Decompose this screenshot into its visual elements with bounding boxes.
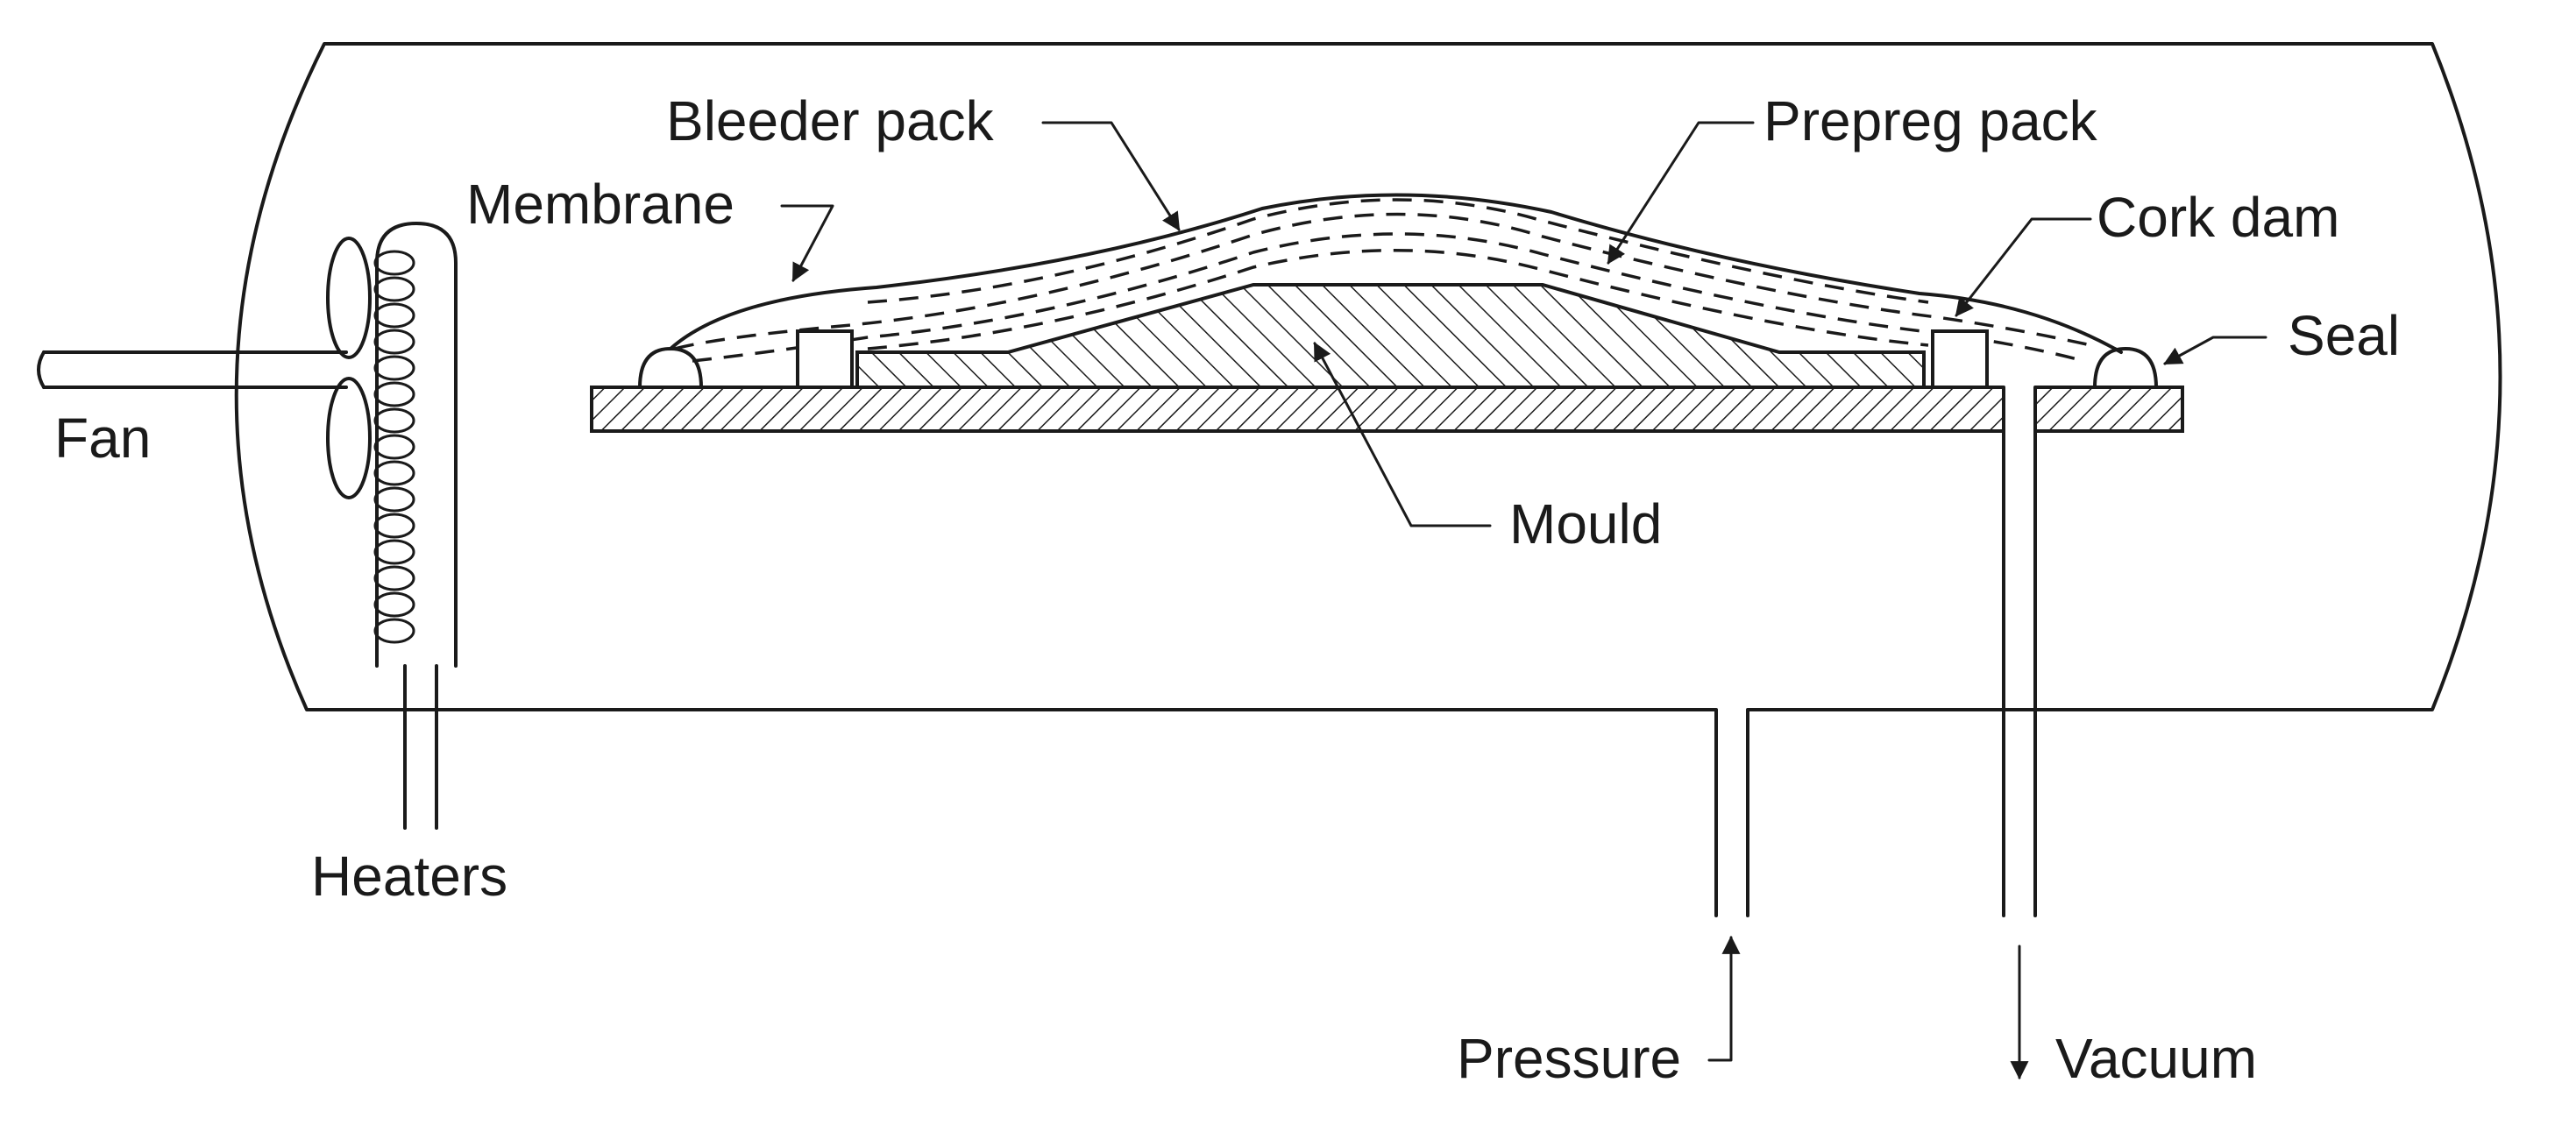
seal-leader [2163,336,2267,365]
fan-label: Fan [54,407,151,470]
heater-coil-loop [373,381,415,407]
bleeder-pack-leader [1041,121,1181,231]
heaters-label: Heaters [311,845,507,908]
heater-coil-loop [373,355,415,381]
heater-coil-loop [373,565,415,591]
heater-coil-loop [373,591,415,618]
prepreg-pack-leader [1607,121,1755,265]
cork-dam-right [1931,329,1989,389]
pressure-arrow [1707,935,1741,1062]
mould-leader [1313,342,1492,527]
prepreg-pack-label: Prepreg pack [1763,89,2098,152]
membrane-label: Membrane [466,173,734,236]
prepreg-bleeder-layers [674,198,2096,363]
heater-coil-loop [373,460,415,486]
vacuum-label: Vacuum [2055,1027,2257,1090]
heater-coil-loop [373,329,415,355]
seal-right [2093,347,2158,389]
vacuum-pipe [2002,386,2037,917]
autoclave-vessel [234,42,2502,711]
mould-label: Mould [1509,492,1662,555]
heater-coil-loop [373,250,415,276]
heater-coil-loop [373,618,415,644]
tool-plate [590,386,2184,433]
heater-coil-loop [373,302,415,329]
cork-dam-left [796,329,854,389]
heater-coil-loop [373,407,415,434]
heater-coil-icon [373,222,458,830]
cork-dam-leader [1955,217,2092,317]
heater-coil-loop [373,276,415,302]
heater-coil-loop [373,513,415,539]
heater-coil-loop [373,539,415,565]
bleeder-pack-label: Bleeder pack [666,89,995,152]
seal-left [638,347,703,389]
membrane-leader [780,204,834,282]
pressure-label: Pressure [1457,1027,1681,1090]
heater-coil-loop [373,486,415,513]
pressure-pipe [1714,706,1749,917]
fan-shaft [37,350,348,389]
fan-icon [326,237,372,499]
cork-dam-label: Cork dam [2097,186,2339,249]
mould-shape [855,283,1926,389]
seal-label: Seal [2288,304,2400,367]
heater-coil-loop [373,434,415,460]
membrane-line [669,193,2123,354]
